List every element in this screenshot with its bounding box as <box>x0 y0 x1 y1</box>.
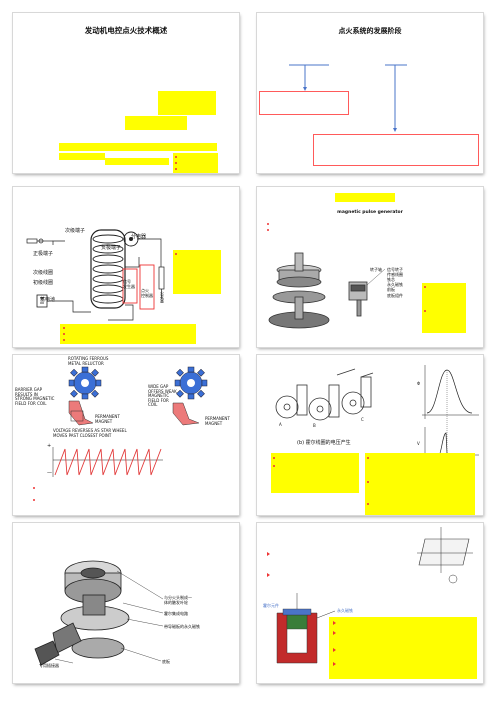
bullet-icon <box>175 156 177 158</box>
slide-1-title: 发动机电控点火技术概述 <box>84 26 168 35</box>
stage-box-1 <box>259 91 349 115</box>
highlight-block <box>173 153 218 173</box>
arrow-bullet-icon <box>267 573 270 577</box>
label-barrier-gap: BARRIER GAP RESULTS IN STRONG MAGNETIC F… <box>15 387 55 406</box>
slide-4-subtitle: magnetic pulse generator <box>337 210 403 215</box>
label-secondary-coil: 次级线圈 <box>33 270 54 276</box>
ignition-coil-diagram <box>26 229 165 321</box>
slide-8[interactable]: 霍尔元件 永久磁铁 <box>257 523 483 683</box>
label-wide-gap: WIDE GAP OFFERS WEAK MAGNETIC FIELD FOR … <box>148 384 177 407</box>
arrow-bullet-icon <box>333 662 336 666</box>
highlight-block <box>329 617 477 679</box>
highlight-block <box>365 453 475 515</box>
caption-hall-voltage: (b) 霍尔线圈的电压产生 <box>297 440 351 446</box>
title-highlight <box>335 193 395 202</box>
label-hall-element: 霍尔元件 <box>263 603 279 608</box>
slide-6[interactable]: A B C (b) 霍尔线圈的电压产生 Φ V (c) 特性曲线 <box>257 355 483 515</box>
bullet-icon <box>267 223 269 225</box>
label-permanent-magnet: 永久磁铁 <box>387 282 403 287</box>
label-primary-coil: 初级线圈 <box>33 280 54 286</box>
label-permanent-magnet-1: PERMANENT MAGNET <box>95 414 120 424</box>
label-permanent-magnet-2: PERMANENT MAGNET <box>205 416 230 426</box>
bullet-icon <box>63 327 65 329</box>
label-iron-core: 铁芯 <box>387 277 395 282</box>
bullet-icon <box>367 503 369 505</box>
bullet-icon <box>175 168 177 170</box>
label-spark-plug: 火花塞 <box>160 291 165 303</box>
label-c: C <box>361 417 364 422</box>
slide-3[interactable]: 次级端子 分电器 正极端子 负极端子 次级线圈 初级线圈 蓄电池 信号 发生器 … <box>13 187 239 347</box>
label-hall-ic: 霍尔集成电路 <box>164 611 188 616</box>
label-a: A <box>279 422 282 427</box>
label-secondary-terminal: 次级端子 <box>65 228 86 234</box>
arrow-bullet-icon <box>333 631 336 635</box>
label-magnet: 带导磁板的永久磁铁 <box>164 624 200 629</box>
reluctor-waveform-diagram <box>52 366 208 477</box>
label-negative-terminal: 负极端子 <box>101 245 122 251</box>
label-minus: — <box>47 470 52 476</box>
slide-7[interactable]: 与分火头制成一 体的触发叶轮 霍尔集成电路 带导磁板的永久磁铁 专用插接器 底板 <box>13 523 239 683</box>
bullet-icon <box>273 465 275 467</box>
highlight-block <box>158 91 216 115</box>
highlight-block <box>59 153 105 160</box>
highlight-block <box>105 158 169 165</box>
highlight-block <box>125 116 187 130</box>
label-base: 底板 <box>162 659 170 664</box>
label-plus: + <box>47 443 52 449</box>
slide-4[interactable]: magnetic pulse generator 转子轴 信号转子 传感线圈 铁… <box>257 187 483 347</box>
arrow-bullet-icon <box>333 648 336 652</box>
label-positive-terminal: 正极端子 <box>33 251 54 257</box>
highlight-block <box>59 143 217 151</box>
label-b: B <box>313 423 316 428</box>
label-igniter: 点火 控制器 <box>141 288 153 298</box>
slide-2[interactable]: 点火系统的发展阶段 <box>257 13 483 173</box>
timeline-arrows <box>289 64 407 132</box>
label-signal-rotor: 信号转子 <box>387 267 403 272</box>
bullet-icon <box>175 162 177 164</box>
bullet-icon <box>267 229 269 231</box>
graph-label-phi: Φ <box>417 381 421 386</box>
slide-5[interactable]: ROTATING FERROUS METAL RELUCTOR BARRIER … <box>13 355 239 515</box>
label-distributor: 分电器 <box>131 234 147 240</box>
label-voltage-reverses: VOLTAGE REVERSES AS STAR WHEEL MOVES PAS… <box>53 428 127 438</box>
label-rotating-reluctor: ROTATING FERROUS METAL RELUCTOR <box>68 356 109 366</box>
bullet-icon <box>175 253 177 255</box>
label-connector: 专用插接器 <box>39 663 59 668</box>
label-battery: 蓄电池 <box>40 297 56 303</box>
magnetic-pulse-generator-drawing <box>268 252 386 329</box>
graph-label-v: V <box>417 441 420 446</box>
hall-distributor-drawing <box>34 560 164 666</box>
arrow-bullet-icon <box>267 552 270 556</box>
highlight-block <box>422 283 466 333</box>
bullet-icon <box>367 457 369 459</box>
bullet-icon <box>33 487 35 489</box>
label-base-plate: 底板组件 <box>387 293 403 298</box>
highlight-block <box>60 324 196 344</box>
bullet-icon <box>424 286 426 288</box>
label-signal-generator: 信号 发生器 <box>123 279 135 289</box>
bullet-icon <box>424 310 426 312</box>
bullet-icon <box>33 499 35 501</box>
bullet-icon <box>63 339 65 341</box>
slide-1[interactable]: 发动机电控点火技术概述 <box>13 13 239 173</box>
stage-box-2 <box>313 134 479 166</box>
bullet-icon <box>63 333 65 335</box>
arrow-bullet-icon <box>333 621 336 625</box>
slide-2-title: 点火系统的发展阶段 <box>338 27 402 35</box>
bullet-icon <box>273 457 275 459</box>
label-pickup-coil: 传感线圈 <box>387 272 403 277</box>
highlight-block <box>173 250 221 294</box>
label-front-plate: 前板 <box>387 287 395 292</box>
label-permanent-magnet: 永久磁铁 <box>337 608 353 613</box>
label-trigger-blade: 与分火头制成一 体的触发叶轮 <box>164 595 192 605</box>
label-rotor-shaft: 转子轴 <box>370 267 382 272</box>
bullet-icon <box>367 481 369 483</box>
highlight-block <box>271 453 359 493</box>
hall-element-diagram <box>276 527 473 664</box>
